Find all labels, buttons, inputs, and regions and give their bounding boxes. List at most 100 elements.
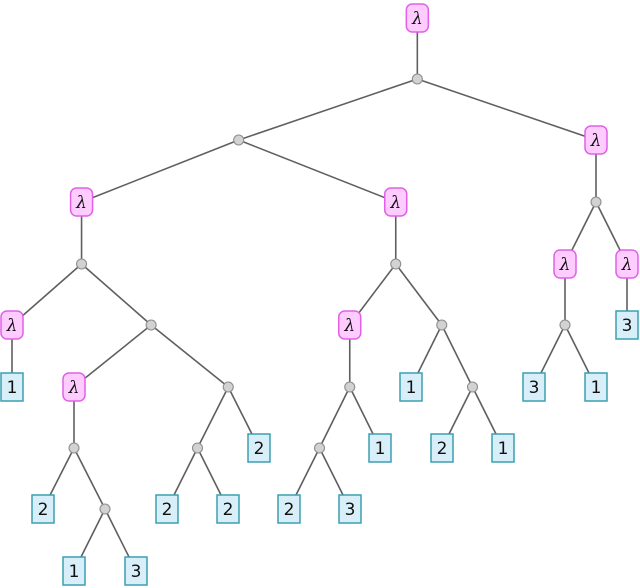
application-dot (313, 442, 326, 454)
variable-leaf: 3 (522, 372, 546, 402)
lambda-label: λ (621, 255, 633, 275)
application-dot (76, 258, 88, 270)
variable-label: 1 (69, 562, 80, 582)
variable-leaf: 2 (31, 494, 55, 524)
lambda-box (62, 372, 86, 402)
tree-edge (238, 139, 397, 203)
application-node (191, 442, 204, 454)
lambda-box (338, 310, 362, 340)
variable-leaf: 3 (615, 310, 639, 340)
application-dot (436, 319, 448, 331)
lambda-node: λ (405, 3, 430, 33)
tree-edge (196, 386, 229, 449)
application-dot (191, 442, 204, 454)
lambda-node: λ (384, 187, 408, 217)
variable-box (491, 433, 515, 463)
variable-leaf: 2 (247, 433, 271, 463)
variable-label: 3 (345, 500, 356, 520)
variable-box (277, 494, 301, 524)
variable-label: 1 (375, 439, 386, 459)
variable-label: 1 (406, 378, 417, 398)
variable-leaf: 1 (584, 372, 608, 402)
lambda-label: λ (389, 193, 401, 213)
variable-label: 1 (7, 378, 18, 398)
lambda-box (0, 310, 24, 340)
variable-box (155, 494, 179, 524)
variable-leaf: 3 (338, 494, 362, 524)
variable-leaf: 2 (277, 494, 301, 524)
lambda-node: λ (584, 125, 608, 155)
lambda-node: λ (62, 372, 86, 402)
lambda-label: λ (559, 255, 571, 275)
tree-edge (417, 78, 597, 141)
application-node (411, 73, 423, 85)
application-dot (68, 442, 80, 454)
variable-label: 2 (437, 439, 448, 459)
tree-edge (395, 263, 443, 326)
tree-nodes: λ λ λ 1 λ 2 1 3 2 2 2 λ λ 2 3 1 1 2 1 λ λ 3 1 λ 3 (0, 3, 639, 586)
variable-label: 1 (591, 378, 602, 398)
application-dot (222, 381, 234, 393)
lambda-node: λ (615, 249, 639, 279)
application-dot (411, 73, 423, 85)
lambda-label: λ (411, 9, 423, 29)
variable-box (247, 433, 271, 463)
tree-edge (11, 263, 83, 326)
variable-box (338, 494, 362, 524)
application-node (559, 319, 571, 331)
variable-leaf: 2 (155, 494, 179, 524)
variable-leaf: 3 (124, 556, 148, 586)
variable-leaf: 1 (62, 556, 86, 586)
application-node (222, 381, 234, 393)
variable-box (399, 372, 423, 402)
application-dot (344, 381, 356, 393)
lambda-box (615, 249, 639, 279)
application-node (145, 319, 157, 331)
application-node (436, 319, 448, 331)
variable-leaf: 1 (399, 372, 423, 402)
lambda-node: λ (0, 310, 24, 340)
application-node (590, 196, 602, 208)
application-node (390, 258, 402, 270)
tree-edge (150, 324, 229, 388)
tree-edge (441, 324, 474, 388)
lambda-label: λ (75, 193, 87, 213)
application-dot (466, 381, 479, 393)
tree-edges (11, 18, 628, 572)
variable-label: 2 (162, 500, 173, 520)
tree-edge (73, 324, 152, 388)
application-node (99, 503, 111, 515)
variable-box (216, 494, 240, 524)
lambda-label: λ (68, 378, 80, 398)
application-node (313, 442, 326, 454)
lambda-label: λ (6, 316, 18, 336)
lambda-box (384, 187, 408, 217)
variable-box (522, 372, 546, 402)
application-node (344, 381, 356, 393)
application-dot (590, 196, 602, 208)
application-dot (233, 134, 245, 146)
application-dot (559, 319, 571, 331)
application-node (233, 134, 245, 146)
application-node (466, 381, 479, 393)
variable-leaf: 1 (0, 372, 24, 402)
tree-edge (73, 447, 106, 510)
variable-leaf: 2 (430, 433, 454, 463)
lambda-node: λ (69, 187, 94, 217)
variable-leaf: 2 (216, 494, 240, 524)
application-dot (145, 319, 157, 331)
tree-edge (238, 78, 418, 141)
tree-edge (81, 139, 239, 203)
variable-box (31, 494, 55, 524)
variable-label: 2 (38, 500, 49, 520)
variable-label: 2 (254, 439, 265, 459)
lambda-box (553, 249, 577, 279)
lambda-label: λ (343, 316, 355, 336)
variable-box (430, 433, 454, 463)
variable-label: 2 (223, 500, 234, 520)
variable-box (62, 556, 86, 586)
variable-label: 1 (498, 439, 509, 459)
tree-edge (318, 386, 351, 449)
lambda-box (69, 187, 94, 217)
